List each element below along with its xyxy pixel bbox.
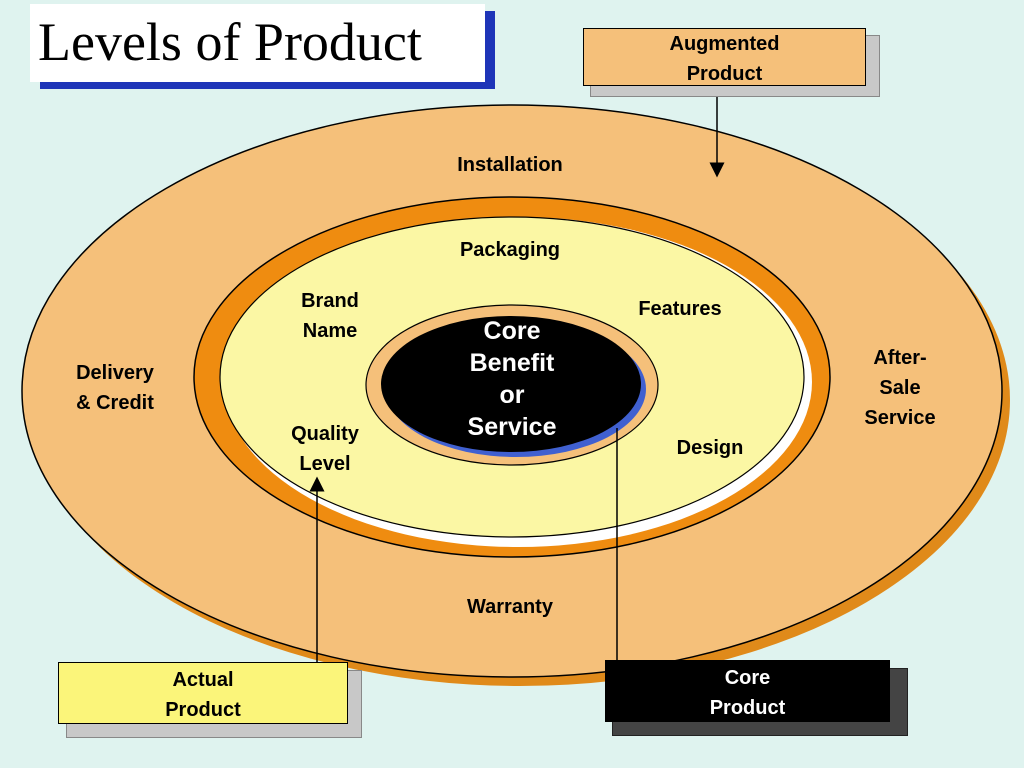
label-installation: Installation bbox=[457, 154, 563, 176]
label-features: Features bbox=[638, 298, 722, 320]
label-warranty: Warranty bbox=[467, 596, 553, 618]
core-ellipse bbox=[381, 316, 641, 452]
augmented-product-callout: Augmented Product bbox=[583, 28, 866, 86]
label-quality-level: Quality Level bbox=[291, 423, 359, 475]
label-brand-name: Brand Name bbox=[301, 290, 359, 342]
core-product-callout: Core Product bbox=[605, 660, 890, 722]
label-design: Design bbox=[676, 437, 744, 459]
label-after-sale-service: After- Sale Service bbox=[864, 347, 936, 429]
actual-product-callout: Actual Product bbox=[58, 662, 348, 724]
label-core-benefit: Core Benefit or Service bbox=[467, 317, 557, 441]
label-delivery-credit: Delivery & Credit bbox=[76, 362, 154, 414]
title-box: Levels of Product bbox=[30, 4, 485, 82]
label-packaging: Packaging bbox=[459, 239, 561, 261]
page-title: Levels of Product bbox=[38, 12, 422, 72]
